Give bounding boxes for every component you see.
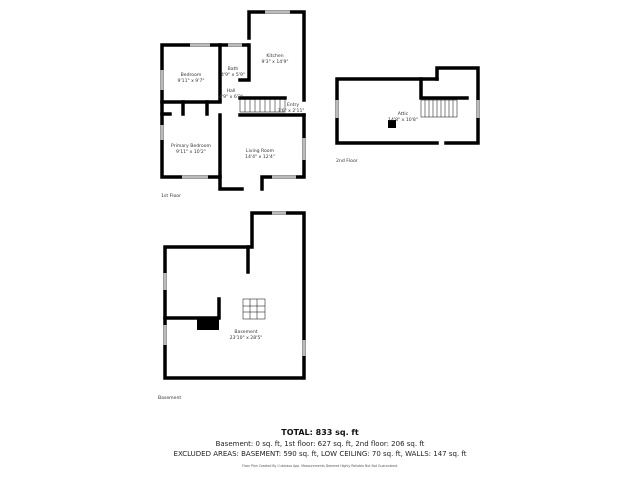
- room-name-basement: Basement: [234, 329, 257, 335]
- room-dims-basement: 23'10" x 28'5": [230, 335, 263, 341]
- chimney: [197, 318, 219, 330]
- second-floor-plan: Attic 14'8" x 10'8" 2nd Floor: [335, 66, 480, 164]
- first-floor-walls: [160, 10, 306, 191]
- room-name-hall: Hall: [227, 88, 236, 94]
- first-floor-windows: [160, 10, 306, 179]
- room-name-entry: Entry: [287, 102, 300, 108]
- room-dims-primary-bedroom: 9'11" x 10'2": [176, 149, 206, 155]
- first-floor-stairs: [239, 97, 286, 113]
- basement-walls: [163, 211, 306, 380]
- room-dims-bath: 4'9" x 5'9": [221, 72, 245, 78]
- room-dims-kitchen: 9'3" x 14'9": [261, 59, 288, 65]
- room-dims-living-room: 14'4" x 12'4": [245, 154, 275, 160]
- room-name-bedroom: Bedroom: [181, 72, 202, 78]
- room-dims-hall: 4'9" x 6'2": [219, 94, 243, 100]
- room-dims-entry: 3'6" x 2'11": [277, 108, 304, 114]
- floor-label-second: 2nd Floor: [336, 158, 358, 164]
- chimney: [388, 120, 396, 128]
- first-floor-plan: Kitchen 9'3" x 14'9" Bath 4'9" x 5'9" Be…: [160, 10, 306, 199]
- room-name-attic: Attic: [398, 111, 409, 117]
- room-name-kitchen: Kitchen: [266, 53, 283, 59]
- basement-plan: Basement 23'10" x 28'5" Basement: [158, 211, 306, 401]
- floor-label-basement: Basement: [158, 395, 181, 401]
- floor-label-first: 1st Floor: [161, 193, 181, 199]
- basement-stairs: [242, 298, 266, 320]
- attic-stairs: [420, 99, 458, 118]
- credit-note: Floor Plan Created By Cubicasa App. Meas…: [242, 464, 398, 468]
- area-breakdown: Basement: 0 sq. ft, 1st floor: 627 sq. f…: [216, 440, 425, 448]
- room-dims-attic: 14'8" x 10'8": [388, 117, 418, 123]
- room-name-primary-bedroom: Primary Bedroom: [171, 143, 212, 149]
- total-area: TOTAL: 833 sq. ft: [281, 428, 359, 437]
- room-name-living-room: Living Room: [246, 148, 275, 154]
- excluded-areas: EXCLUDED AREAS: BASEMENT: 590 sq. ft, LO…: [174, 450, 467, 458]
- room-dims-bedroom: 9'11" x 9'7": [177, 78, 204, 84]
- room-name-bath: Bath: [228, 66, 239, 72]
